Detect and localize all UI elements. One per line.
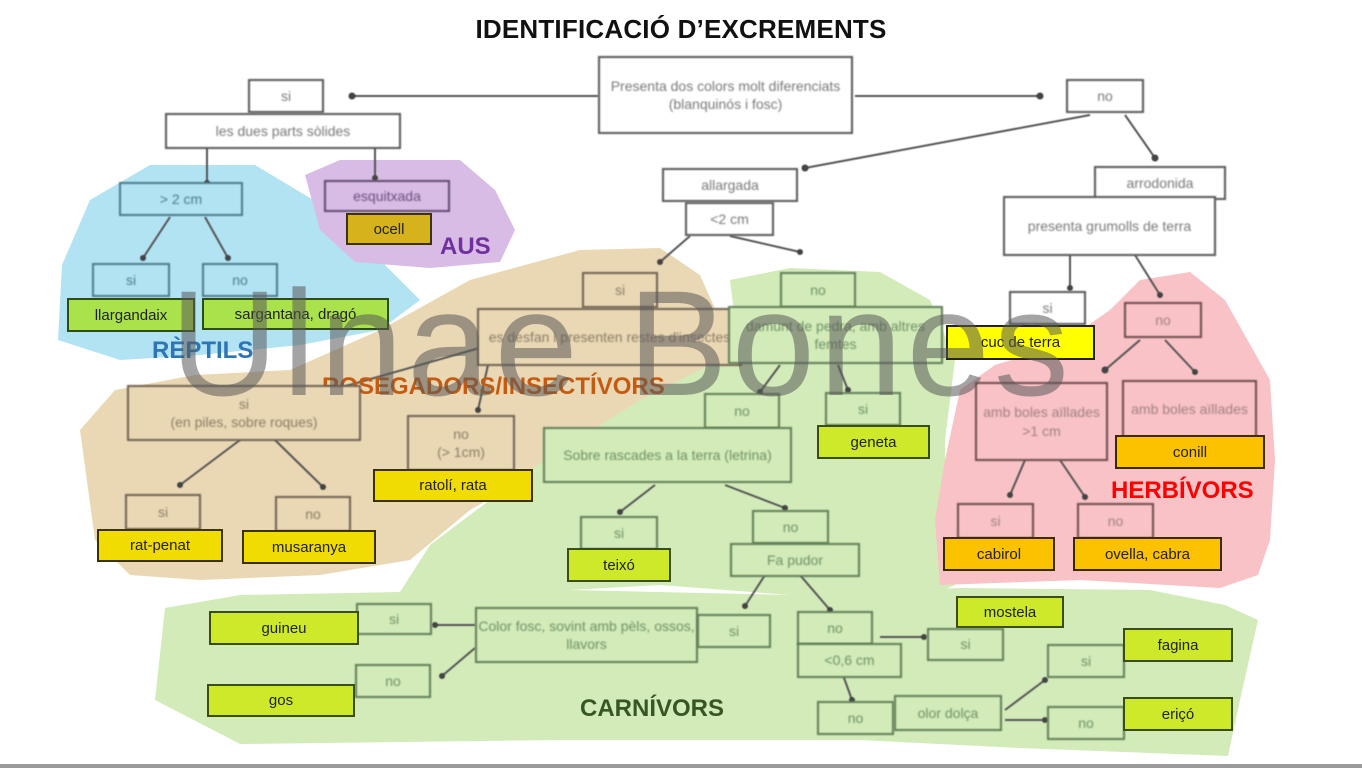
node-fa-pudor: Fa pudor (730, 543, 860, 577)
animal-erico: eriçó (1123, 697, 1233, 731)
node-olor-dolca: olor dolça (894, 695, 1002, 731)
animal-rat-penat: rat-penat (97, 529, 223, 562)
node-lt2cm: <2 cm (685, 202, 774, 236)
animal-sargantana: sargantana, dragó (202, 298, 389, 330)
node-gt2cm-no: no (202, 263, 278, 297)
node-gt2cm: > 2 cm (119, 182, 243, 216)
node-esquitxada: esquitxada (324, 180, 450, 212)
node-dolca-si: si (1047, 644, 1125, 678)
node-rascades: Sobre rascades a la terra (letrina) (543, 427, 792, 483)
node-gt2cm-si: si (92, 263, 170, 297)
group-label-carnivors: CARNÍVORS (580, 695, 725, 722)
node-desfan-si: si (en piles, sobre roques) (127, 385, 361, 441)
node-damunt-pedra: damunt de pedra, amb altres femtes (728, 306, 943, 364)
node-lt06cm: <0,6 cm (797, 643, 902, 678)
node-color-fosc: Color fosc, sovint amb pèls, ossos, llav… (475, 607, 698, 663)
node-arrodonida: arrodonida (1094, 166, 1226, 200)
diagram-title: IDENTIFICACIÓ D’EXCREMENTS (475, 14, 887, 44)
node-grumolls-si: si (1009, 291, 1086, 325)
bottom-scrollbar (0, 764, 1362, 768)
node-dues-parts: les dues parts sòlides (165, 113, 401, 149)
node-grumolls-no: no (1124, 302, 1202, 338)
animal-guineu: guineu (209, 611, 359, 645)
node-rascades-no: no (752, 510, 829, 544)
node-boles: amb boles aïllades (1122, 380, 1257, 438)
node-pudor-no: no (797, 611, 873, 645)
node-piles-si: si (125, 494, 201, 530)
node-root-no: no (1066, 79, 1144, 113)
animal-cuc-de-terra: cuc de terra (946, 325, 1095, 360)
node-root: Presenta dos colors molt diferenciats (b… (598, 56, 853, 134)
group-label-rosegadors: ROSEGADORS/INSECTÍVORS (322, 373, 665, 400)
animal-ovella-cabra: ovella, cabra (1073, 537, 1222, 571)
node-fosc-no: no (355, 664, 431, 698)
group-label-aus: AUS (440, 233, 491, 260)
node-lt2-si: si (582, 272, 658, 308)
watermark: Ulnae Bones (170, 259, 1073, 427)
animal-cabirol: cabirol (943, 537, 1055, 571)
animal-fagina: fagina (1123, 628, 1233, 662)
node-lt06-no: no (817, 701, 894, 735)
node-dolca-no: no (1047, 706, 1125, 740)
node-boles-gt1: amb boles aïllades >1 cm (975, 382, 1108, 461)
node-rascades-si: si (580, 516, 658, 550)
animal-gos: gos (207, 684, 355, 717)
animal-ratoli: ratolí, rata (373, 469, 533, 502)
animal-musaranya: musaranya (242, 530, 376, 564)
group-label-reptils: RÈPTILS (152, 337, 254, 364)
group-label-herbivors: HERBÍVORS (1111, 477, 1254, 504)
node-pudor-si: si (697, 614, 771, 648)
node-grumolls: presenta grumolls de terra (1003, 196, 1216, 256)
node-boles-si: si (957, 503, 1034, 539)
node-lt06-si: si (927, 628, 1004, 661)
node-allargada: allargada (662, 168, 798, 202)
node-fosc-si: si (356, 603, 432, 635)
animal-conill: conill (1115, 435, 1265, 469)
connectors (142, 95, 1196, 721)
animal-ocell: ocell (346, 213, 432, 245)
animal-geneta: geneta (817, 425, 930, 459)
node-piles-no: no (275, 496, 351, 532)
connector-arrowheads (140, 92, 1198, 723)
node-root-si: si (248, 79, 324, 113)
animal-teixo: teixó (567, 548, 671, 582)
node-desfan-no: no (> 1cm) (407, 415, 515, 471)
animal-llargandaix: llargandaix (67, 298, 195, 332)
node-boles-no: no (1077, 503, 1154, 539)
animal-mostela: mostela (956, 596, 1064, 628)
